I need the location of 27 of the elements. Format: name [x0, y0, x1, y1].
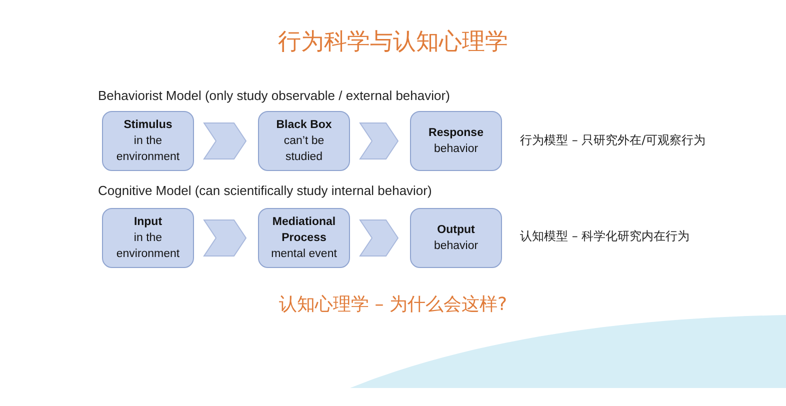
model-description: 行为模型 – 只研究外在/可观察行为 — [520, 132, 706, 149]
process-box — [410, 111, 502, 171]
box-heading: Stimulus — [124, 118, 172, 133]
box-text: in the environment — [115, 231, 181, 262]
box-text: behavior — [434, 142, 478, 157]
box-heading: Black Box — [276, 118, 332, 133]
box-heading: Input — [134, 215, 162, 230]
caption: 认知心理学 – 为什么会这样? — [278, 293, 508, 316]
process-box — [258, 111, 350, 171]
chevron-arrow — [203, 122, 247, 160]
box-heading: Output — [437, 223, 475, 238]
chevron-arrow — [359, 122, 399, 160]
box-text: can’t be studied — [282, 134, 326, 165]
chevron-arrow — [203, 220, 247, 256]
process-box — [102, 111, 194, 171]
box-text: behavior — [434, 239, 478, 254]
model-description: 认知模型 – 科学化研究内在行为 — [520, 228, 690, 245]
process-box — [410, 208, 502, 268]
title: 行为科学与认知心理学 — [277, 28, 509, 57]
box-text: in the environment — [115, 134, 181, 165]
box-heading: Response — [428, 126, 484, 141]
model-heading: Cognitive Model (can scientifically study internal behavior) — [98, 183, 432, 198]
process-box — [258, 208, 350, 268]
process-box — [102, 208, 194, 268]
box-text: mental event — [271, 247, 337, 262]
chevron-arrow — [359, 220, 399, 256]
model-heading: Behaviorist Model (only study observable / external behavior) — [98, 88, 450, 103]
